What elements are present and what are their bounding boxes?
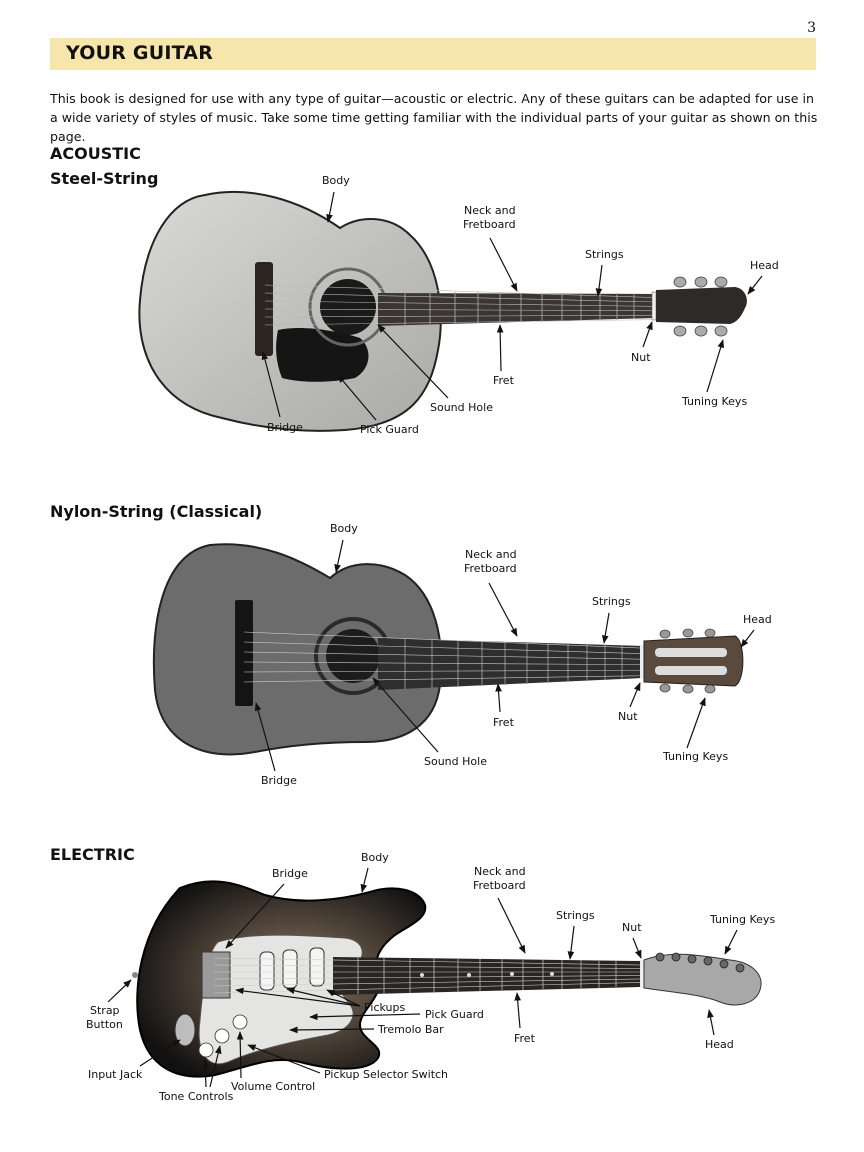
steel-string-head bbox=[656, 287, 747, 324]
label-tuning-keys: Tuning Keys bbox=[662, 750, 728, 763]
title-banner: YOUR GUITAR bbox=[50, 38, 816, 70]
classical-head-slot-upper bbox=[655, 648, 727, 657]
steel-string-guitar bbox=[138, 190, 747, 432]
electric-tuning-keys bbox=[655, 952, 745, 973]
label-strap-line2: Button bbox=[86, 1018, 123, 1031]
page-number: 3 bbox=[807, 20, 816, 36]
label-body: Body bbox=[361, 851, 389, 864]
label-bridge: Bridge bbox=[261, 774, 297, 787]
steel-string-soundhole bbox=[320, 279, 376, 335]
steel-string-body bbox=[138, 190, 442, 432]
label-head: Head bbox=[705, 1038, 734, 1051]
label-pick-guard: Pick Guard bbox=[360, 423, 419, 436]
classical-tuning-keys bbox=[659, 628, 716, 694]
electric-frets bbox=[357, 957, 617, 994]
steel-string-tuning-keys bbox=[673, 276, 728, 337]
label-neck-line2: Fretboard bbox=[463, 218, 516, 231]
steel-string-heading: Steel-String bbox=[50, 169, 159, 188]
label-fret: Fret bbox=[493, 716, 515, 729]
label-strings: Strings bbox=[592, 595, 631, 608]
label-sound-hole: Sound Hole bbox=[430, 401, 493, 414]
label-strings: Strings bbox=[556, 909, 595, 922]
label-bridge: Bridge bbox=[267, 421, 303, 434]
label-input-jack: Input Jack bbox=[88, 1068, 143, 1081]
electric-nut bbox=[640, 960, 644, 988]
page-title: YOUR GUITAR bbox=[66, 42, 214, 64]
label-neck-line1: Neck and bbox=[474, 865, 526, 878]
classical-heading: Nylon-String (Classical) bbox=[50, 502, 263, 521]
label-strings: Strings bbox=[585, 248, 624, 261]
steel-string-neck bbox=[378, 293, 655, 326]
label-neck-line1: Neck and bbox=[464, 204, 516, 217]
steel-string-pickguard bbox=[276, 327, 369, 382]
classical-strings bbox=[243, 631, 691, 683]
label-nut: Nut bbox=[631, 351, 651, 364]
label-head: Head bbox=[750, 259, 779, 272]
electric-knobs bbox=[198, 1014, 248, 1058]
electric-pickups bbox=[259, 947, 325, 991]
label-sound-hole: Sound Hole bbox=[424, 755, 487, 768]
steel-string-labels: Body Neck and Fretboard Strings Head Nut… bbox=[261, 174, 779, 436]
acoustic-heading: ACOUSTIC bbox=[50, 144, 141, 163]
classical-nut bbox=[640, 645, 644, 679]
classical-guitar bbox=[152, 543, 744, 756]
label-tremolo-bar: Tremolo Bar bbox=[377, 1023, 444, 1036]
electric-guitar bbox=[132, 880, 762, 1078]
label-tone-controls: Tone Controls bbox=[158, 1090, 234, 1103]
electric-fret-markers bbox=[420, 972, 554, 977]
label-pickups: Pickups bbox=[364, 1001, 405, 1014]
label-fret: Fret bbox=[514, 1032, 536, 1045]
label-neck-line2: Fretboard bbox=[473, 879, 526, 892]
steel-string-bridge bbox=[255, 262, 273, 356]
intro-paragraph: This book is designed for use with any t… bbox=[50, 91, 818, 144]
label-bridge: Bridge bbox=[272, 867, 308, 880]
classical-bridge bbox=[235, 600, 253, 706]
classical-soundhole bbox=[326, 629, 380, 683]
electric-heading: ELECTRIC bbox=[50, 845, 135, 864]
label-fret: Fret bbox=[493, 374, 515, 387]
classical-head bbox=[643, 635, 744, 687]
label-nut: Nut bbox=[622, 921, 642, 934]
label-neck-line2: Fretboard bbox=[464, 562, 517, 575]
label-head: Head bbox=[743, 613, 772, 626]
electric-input-jack-plate bbox=[174, 1013, 196, 1047]
steel-string-nut bbox=[651, 291, 657, 321]
label-nut: Nut bbox=[618, 710, 638, 723]
label-pick-guard: Pick Guard bbox=[425, 1008, 484, 1021]
label-tuning-keys: Tuning Keys bbox=[709, 913, 775, 926]
label-tuning-keys: Tuning Keys bbox=[681, 395, 747, 408]
electric-labels: Body Bridge Neck and Fretboard Strings N… bbox=[86, 851, 775, 1103]
classical-head-slot-lower bbox=[655, 666, 727, 675]
label-body: Body bbox=[322, 174, 350, 187]
label-volume-control: Volume Control bbox=[231, 1080, 315, 1093]
label-neck-line1: Neck and bbox=[465, 548, 517, 561]
label-body: Body bbox=[330, 522, 358, 535]
label-strap-line1: Strap bbox=[90, 1004, 120, 1017]
electric-bridge bbox=[201, 951, 231, 999]
steel-string-strings bbox=[264, 284, 701, 326]
electric-head bbox=[643, 953, 762, 1006]
classical-labels: Body Neck and Fretboard Strings Head Nut… bbox=[254, 522, 772, 787]
label-pickup-selector: Pickup Selector Switch bbox=[324, 1068, 448, 1081]
electric-strap-button bbox=[132, 972, 138, 978]
